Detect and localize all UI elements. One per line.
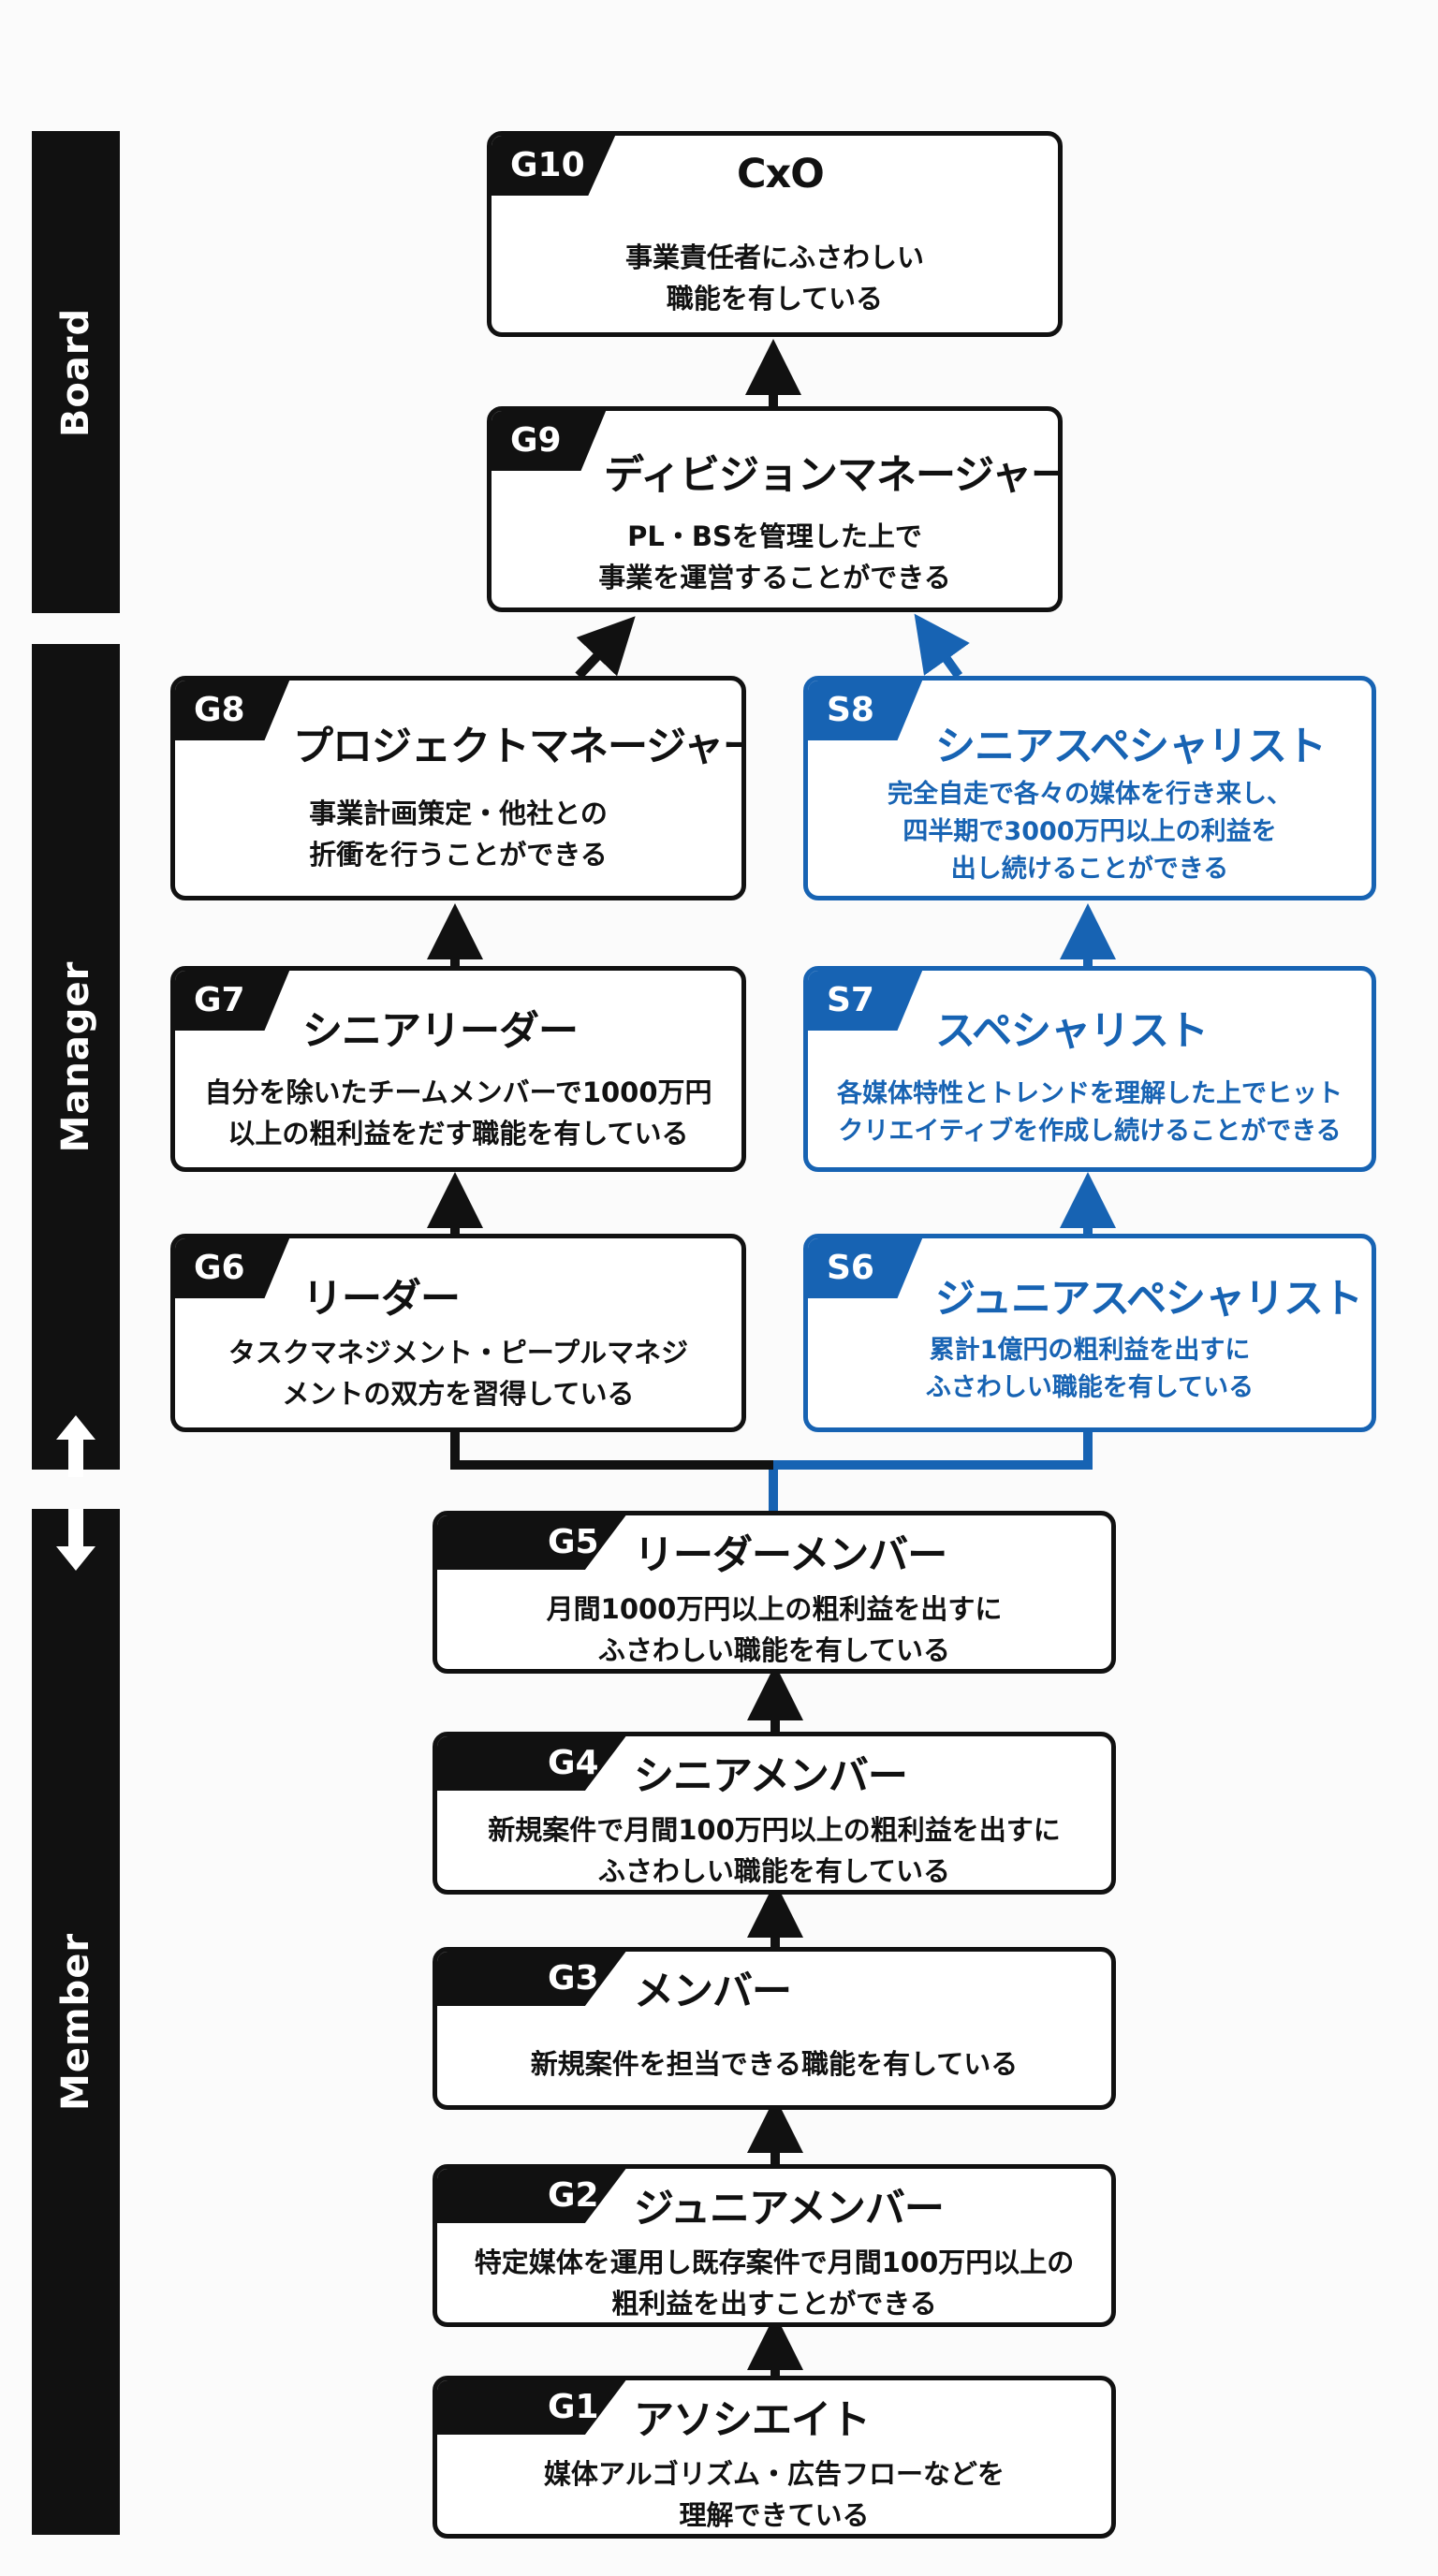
grade-code-tag: G8 <box>175 681 290 740</box>
grade-description: 月間1000万円以上の粗利益を出すに ふさわしい職能を有している <box>437 1588 1111 1669</box>
grade-s6-box: S6 ジュニアスペシャリスト 累計1億円の粗利益を出すに ふさわしい職能を有して… <box>803 1234 1376 1432</box>
description-line: 特定媒体を運用し既存案件で月間100万円以上の <box>474 2247 1075 2278</box>
description-line: ふさわしい職能を有している <box>925 1373 1255 1402</box>
grade-description: 完全自走で各々の媒体を行き来し、 四半期で3000万円以上の利益を 出し続けるこ… <box>808 776 1372 888</box>
arrow-g8-g9 <box>575 616 636 680</box>
grade-s7-box: S7 スペシャリスト 各媒体特性とトレンドを理解した上でヒット クリエイティブを… <box>803 966 1376 1172</box>
grade-description: PL・BSを管理した上で 事業を運営することができる <box>492 516 1058 598</box>
grade-description: 累計1億円の粗利益を出すに ふさわしい職能を有している <box>808 1332 1372 1407</box>
description-line: 事業を運営することができる <box>598 562 951 593</box>
description-line: ふさわしい職能を有している <box>597 1634 951 1666</box>
grade-title: メンバー <box>634 1969 792 2015</box>
description-line: 新規案件を担当できる職能を有している <box>530 2048 1019 2080</box>
grade-title: スペシャリスト <box>935 1008 1209 1055</box>
description-line: 完全自走で各々の媒体を行き来し、 <box>888 780 1292 809</box>
up-arrow-icon <box>56 1415 95 1477</box>
grade-code-tag: G1 <box>437 2380 627 2435</box>
grade-description: 新規案件を担当できる職能を有している <box>437 2043 1111 2085</box>
grade-g9-box: G9 ディビジョンマネージャー PL・BSを管理した上で 事業を運営することがで… <box>487 406 1063 612</box>
arrow-s8-g9 <box>914 613 970 679</box>
description-line: 粗利益を出すことができる <box>611 2288 937 2320</box>
description-line: 職能を有している <box>666 283 884 315</box>
grade-g8-box: G8 プロジェクトマネージャー 事業計画策定・他社との 折衝を行うことができる <box>170 676 746 900</box>
grade-title: ジュニアメンバー <box>634 2186 945 2232</box>
grade-code-tag: G7 <box>175 971 290 1031</box>
description-line: 理解できている <box>679 2499 870 2531</box>
description-line: 事業計画策定・他社との <box>309 798 608 829</box>
grade-description: 事業責任者にふさわしい 職能を有している <box>492 237 1058 319</box>
band-manager-label: Manager <box>54 960 97 1153</box>
grade-title: シニアメンバー <box>634 1753 908 1800</box>
grade-g3-box: G3 メンバー 新規案件を担当できる職能を有している <box>433 1947 1116 2110</box>
grade-code-tag: S6 <box>808 1238 923 1298</box>
grade-title: シニアスペシャリスト <box>935 724 1327 770</box>
description-line: 媒体アルゴリズム・広告フローなどを <box>543 2458 1005 2490</box>
grade-title: ディビジョンマネージャー <box>604 452 1063 499</box>
grade-title: プロジェクトマネージャー <box>293 724 746 770</box>
grade-code-tag: G2 <box>437 2169 627 2223</box>
description-line: 各媒体特性とトレンドを理解した上でヒット <box>837 1079 1343 1108</box>
band-board-label: Board <box>54 307 97 437</box>
description-line: PL・BSを管理した上で <box>627 520 922 552</box>
grade-title: CxO <box>737 151 825 198</box>
description-line: 出し続けることができる <box>950 855 1229 884</box>
band-member-label: Member <box>54 1932 97 2112</box>
grade-g1-box: G1 アソシエイト 媒体アルゴリズム・広告フローなどを 理解できている <box>433 2376 1116 2539</box>
band-manager: Manager <box>32 644 120 1470</box>
description-line: タスクマネジメント・ピープルマネジ <box>227 1337 689 1368</box>
grade-description: タスクマネジメント・ピープルマネジ メントの双方を習得している <box>175 1332 741 1414</box>
grade-description: 自分を除いたチームメンバーで1000万円 以上の粗利益をだす職能を有している <box>175 1072 741 1154</box>
grade-code-tag: G4 <box>437 1736 627 1791</box>
grade-title: アソシエイト <box>634 2397 871 2444</box>
grade-g5-box: G5 リーダーメンバー 月間1000万円以上の粗利益を出すに ふさわしい職能を有… <box>433 1511 1116 1674</box>
grade-code-tag: G3 <box>437 1952 627 2006</box>
grade-code-tag: G9 <box>492 411 607 471</box>
grade-g7-box: G7 シニアリーダー 自分を除いたチームメンバーで1000万円 以上の粗利益をだ… <box>170 966 746 1172</box>
grade-title: リーダー <box>302 1276 461 1323</box>
description-line: ふさわしい職能を有している <box>597 1855 951 1887</box>
down-arrow-icon <box>56 1509 95 1571</box>
grade-code-tag: G5 <box>437 1515 627 1570</box>
grade-code-tag: G10 <box>492 136 616 196</box>
grade-description: 新規案件で月間100万円以上の粗利益を出すに ふさわしい職能を有している <box>437 1809 1111 1890</box>
grade-code-tag: S8 <box>808 681 923 740</box>
grade-g4-box: G4 シニアメンバー 新規案件で月間100万円以上の粗利益を出すに ふさわしい職… <box>433 1732 1116 1895</box>
description-line: 折衝を行うことができる <box>309 839 608 871</box>
description-line: 事業責任者にふさわしい <box>624 242 924 273</box>
grade-description: 事業計画策定・他社との 折衝を行うことができる <box>175 793 741 875</box>
grade-description: 各媒体特性とトレンドを理解した上でヒット クリエイティブを作成し続けることができ… <box>808 1076 1372 1150</box>
grade-g2-box: G2 ジュニアメンバー 特定媒体を運用し既存案件で月間100万円以上の 粗利益を… <box>433 2164 1116 2327</box>
description-line: 新規案件で月間100万円以上の粗利益を出すに <box>488 1814 1061 1846</box>
grade-title: リーダーメンバー <box>634 1532 947 1579</box>
grade-title: シニアリーダー <box>302 1008 579 1055</box>
description-line: 月間1000万円以上の粗利益を出すに <box>546 1593 1003 1625</box>
description-line: 累計1億円の粗利益を出すに <box>929 1336 1251 1365</box>
grade-description: 特定媒体を運用し既存案件で月間100万円以上の 粗利益を出すことができる <box>437 2242 1111 2322</box>
description-line: 自分を除いたチームメンバーで1000万円 <box>204 1076 712 1108</box>
description-line: クリエイティブを作成し続けることができる <box>838 1117 1342 1146</box>
description-line: 以上の粗利益をだす職能を有している <box>227 1118 689 1149</box>
grade-description: 媒体アルゴリズム・広告フローなどを 理解できている <box>437 2453 1111 2534</box>
description-line: 四半期で3000万円以上の利益を <box>902 817 1277 846</box>
grade-g6-box: G6 リーダー タスクマネジメント・ピープルマネジ メントの双方を習得している <box>170 1234 746 1432</box>
description-line: メントの双方を習得している <box>282 1378 635 1410</box>
grade-g10-box: G10 CxO 事業責任者にふさわしい 職能を有している <box>487 131 1063 337</box>
grade-title: ジュニアスペシャリスト <box>935 1276 1363 1323</box>
band-board: Board <box>32 131 120 613</box>
grade-code-tag: G6 <box>175 1238 290 1298</box>
grade-code-tag: S7 <box>808 971 923 1031</box>
grade-s8-box: S8 シニアスペシャリスト 完全自走で各々の媒体を行き来し、 四半期で3000万… <box>803 676 1376 900</box>
band-member: Member <box>32 1509 120 2535</box>
